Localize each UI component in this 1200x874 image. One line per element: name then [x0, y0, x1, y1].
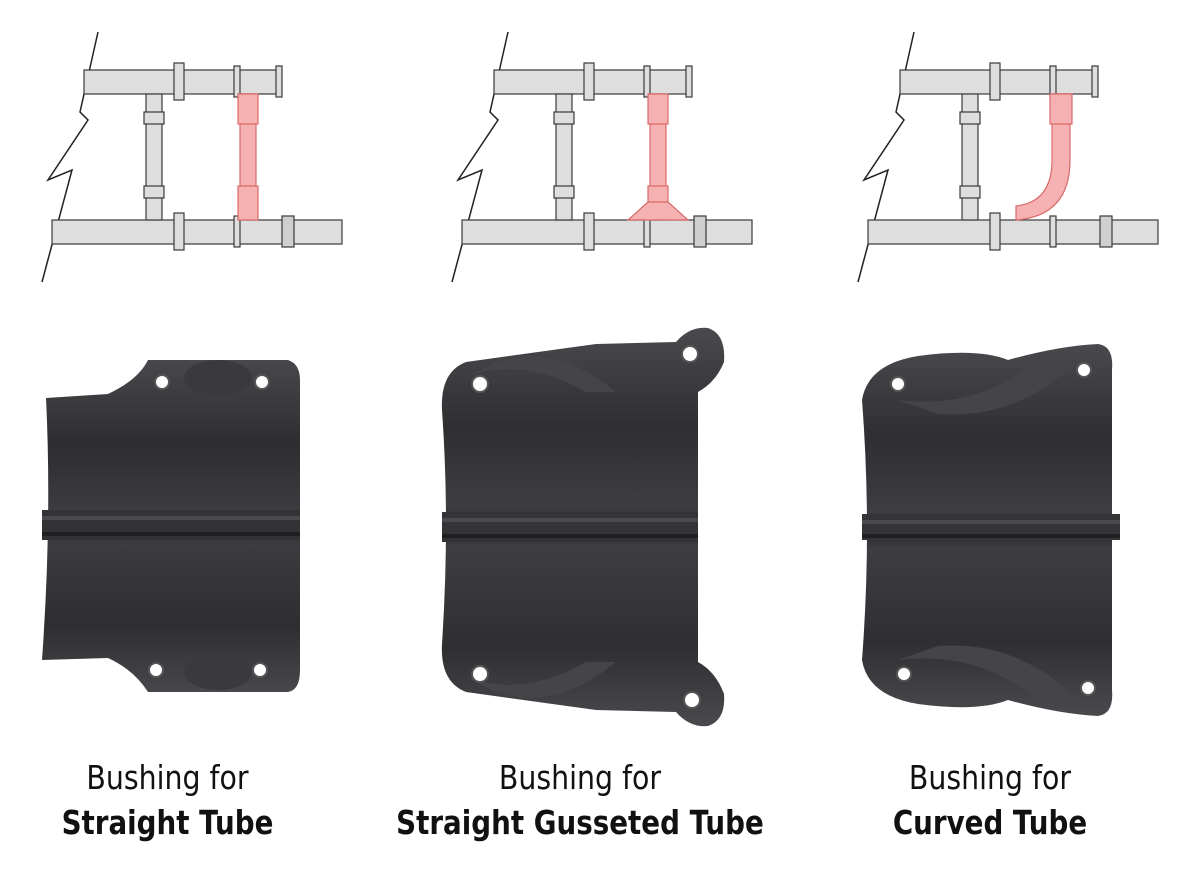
- caption-line1: Bushing for: [908, 758, 1072, 797]
- caption-line2: Curved Tube: [892, 803, 1088, 842]
- diagram-straight-tube: [41, 31, 343, 283]
- bushing-curved-image: [862, 344, 1120, 716]
- caption-curved: Bushing for Curved Tube: [800, 756, 1180, 846]
- gusset-highlight: [626, 201, 690, 221]
- panel-straight-tube: Bushing for Straight Tube: [0, 0, 400, 874]
- caption-gusseted: Bushing for Straight Gusseted Tube: [360, 756, 800, 846]
- diagram-curved-tube: [857, 31, 1159, 283]
- diagram-gusseted-tube: [451, 31, 753, 283]
- bottom-rail: [51, 219, 343, 245]
- bottom-rail: [461, 219, 753, 245]
- bushing-straight-image: [42, 360, 300, 692]
- bottom-rail: [867, 219, 1159, 245]
- caption-line2: Straight Gusseted Tube: [396, 803, 764, 842]
- frame-break-line: [451, 31, 509, 283]
- bushing-gusseted-image: [441, 327, 725, 727]
- highlight-curved-tube: [1015, 93, 1071, 221]
- frame-break-line: [41, 31, 99, 283]
- frame-break-line: [857, 31, 915, 283]
- caption-straight: Bushing for Straight Tube: [0, 756, 335, 846]
- panel-curved-tube: Bushing for Curved Tube: [800, 0, 1200, 874]
- caption-line1: Bushing for: [498, 758, 662, 797]
- panel-gusseted-tube: Bushing for Straight Gusseted Tube: [396, 0, 800, 874]
- caption-line1: Bushing for: [86, 758, 249, 797]
- caption-line2: Straight Tube: [61, 803, 274, 842]
